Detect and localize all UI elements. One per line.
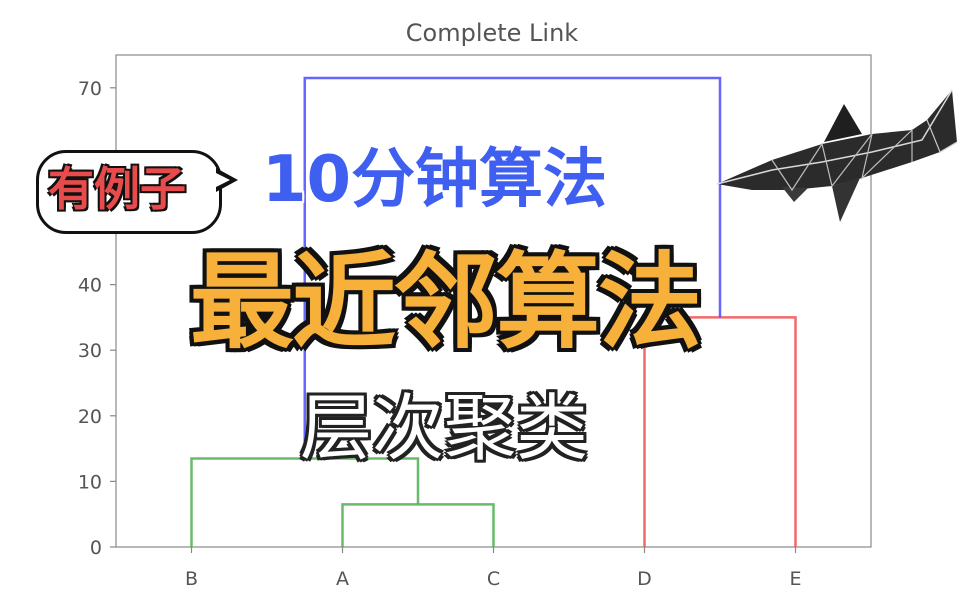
badge-tail-fill <box>214 172 230 188</box>
x-tick-label-A: A <box>336 568 349 590</box>
badge-label: 有例子 <box>48 162 186 216</box>
x-tick-label-E: E <box>789 568 801 590</box>
y-tick-label: 70 <box>78 78 102 100</box>
y-tick-label: 0 <box>90 537 102 559</box>
y-tick-label: 20 <box>78 406 102 428</box>
y-tick-label: 40 <box>78 275 102 297</box>
dendrogram-link-4 <box>303 76 722 459</box>
example-badge <box>36 150 222 234</box>
x-tick-label-B: B <box>185 568 198 590</box>
x-tick-label-C: C <box>487 568 500 590</box>
y-axis: 0 10 20 30 40 70 <box>78 78 116 559</box>
chart-title: Complete Link <box>406 19 579 47</box>
subtitle-bottom: 层次聚类 <box>300 386 589 470</box>
dendrogram-link-1 <box>341 503 495 547</box>
origami-shark-icon <box>716 89 957 222</box>
dendrogram-links <box>190 76 797 547</box>
dendrogram-link-2 <box>190 457 420 547</box>
y-tick-label: 10 <box>78 471 102 493</box>
headline: 最近邻算法 <box>190 241 702 363</box>
x-tick-label-D: D <box>637 568 652 590</box>
y-tick-label: 30 <box>78 340 102 362</box>
subtitle-top: 10分钟算法 <box>262 143 608 217</box>
